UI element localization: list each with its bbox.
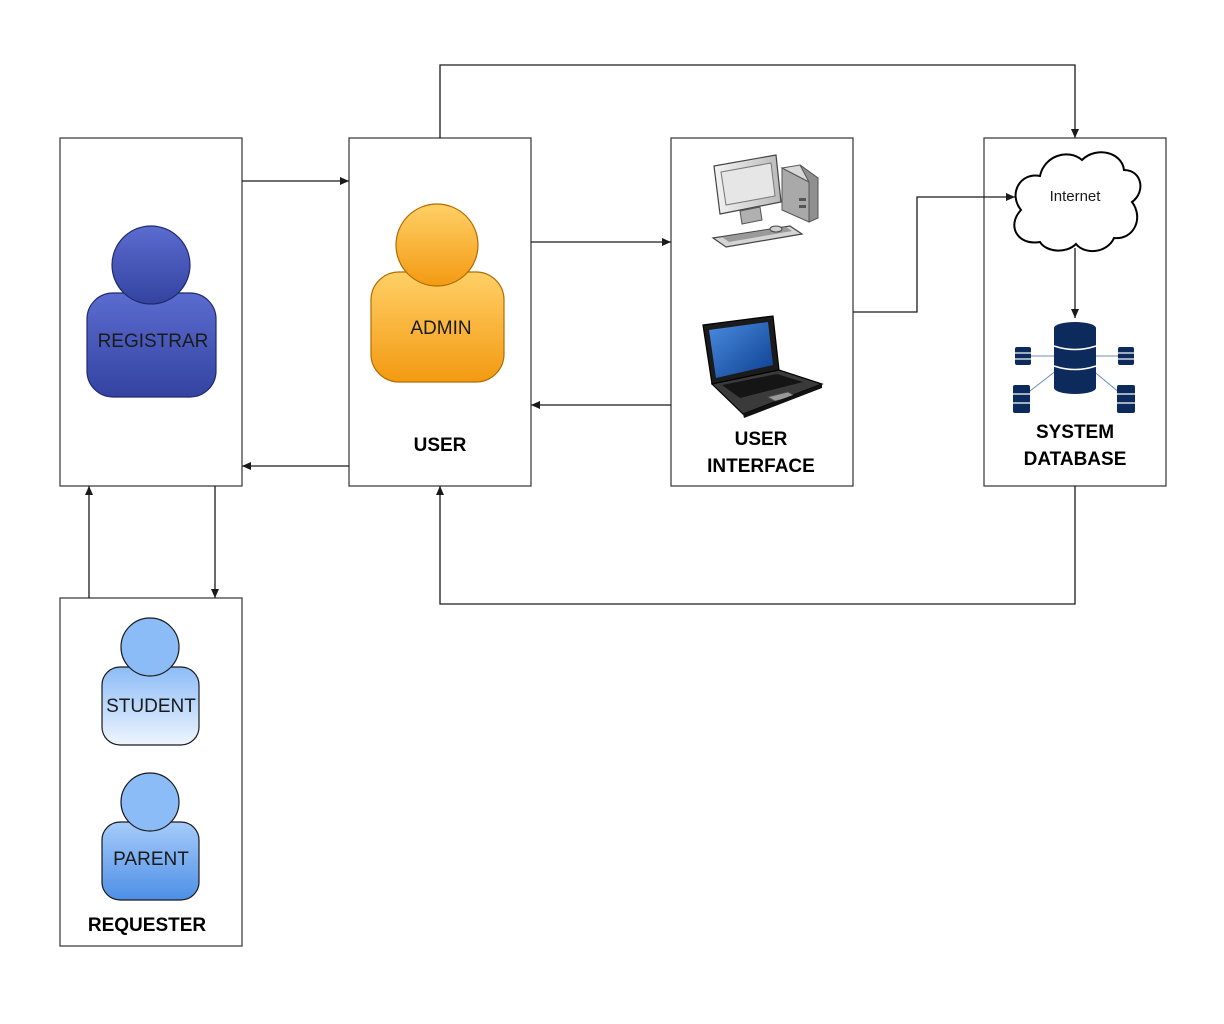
student-actor: STUDENT [101, 617, 200, 746]
admin-actor: ADMIN [370, 203, 505, 383]
person-icon [86, 225, 217, 398]
user-interface-label-line1: USER [735, 429, 788, 450]
requester-box-label: REQUESTER [88, 915, 207, 936]
laptop-icon [702, 315, 824, 418]
user-box-label: USER [414, 435, 467, 456]
connectors [85, 64, 1079, 605]
parent-label: PARENT [113, 849, 189, 870]
system-database-label-line2: DATABASE [1024, 449, 1127, 470]
system-database-label-line1: SYSTEM [1036, 422, 1114, 443]
registrar-label: REGISTRAR [98, 331, 209, 352]
student-label: STUDENT [106, 696, 196, 717]
database-icon [1013, 322, 1135, 413]
desktop-computer-icon [711, 154, 819, 248]
person-icon [101, 772, 200, 901]
person-icon [370, 203, 505, 383]
registrar-actor: REGISTRAR [86, 225, 217, 398]
arrow-icon [436, 486, 1076, 605]
person-icon [101, 617, 200, 746]
arrow-icon [853, 193, 1015, 313]
admin-label: ADMIN [410, 318, 471, 339]
user-interface-label-line2: INTERFACE [707, 456, 815, 477]
cloud-icon: Internet [1013, 151, 1142, 253]
arrow-icon [439, 64, 1079, 138]
parent-actor: PARENT [101, 772, 200, 901]
internet-label: Internet [1050, 188, 1102, 205]
